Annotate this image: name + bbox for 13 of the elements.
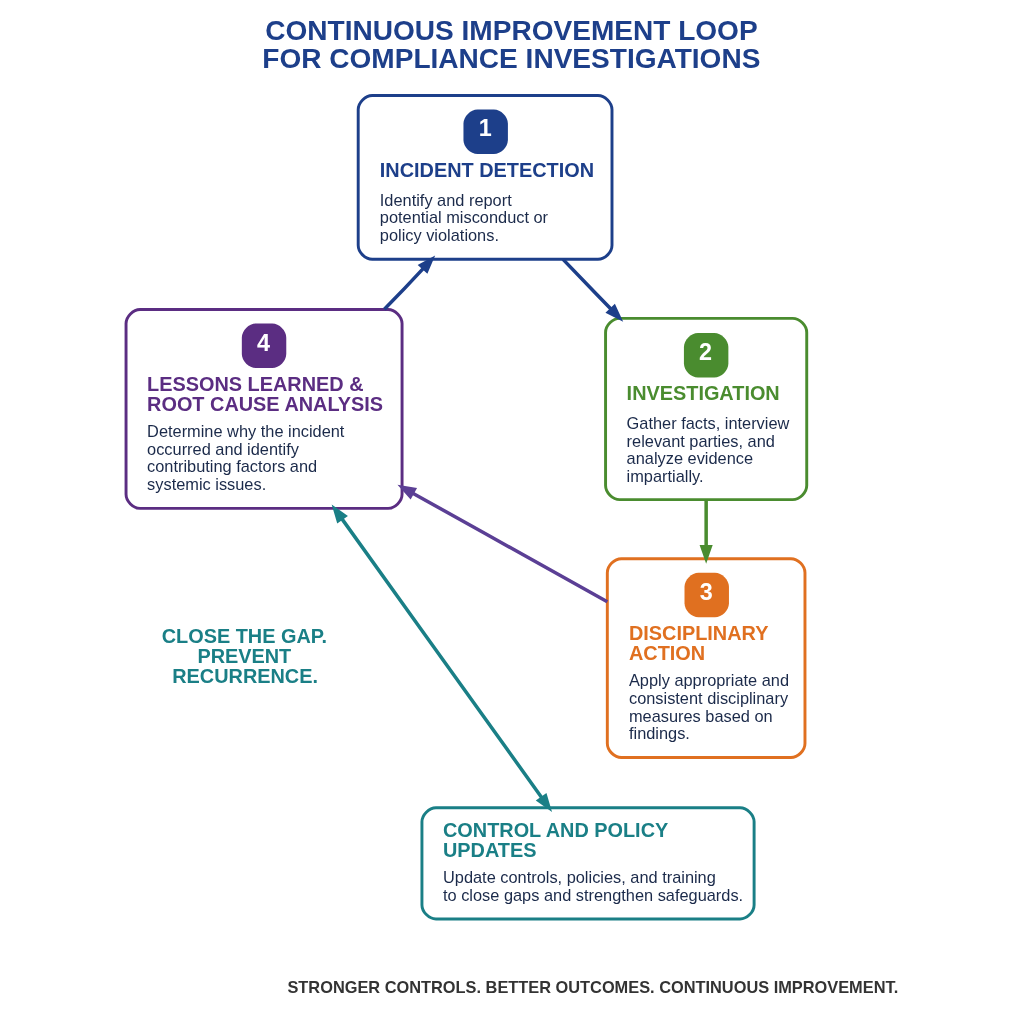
arrow bbox=[331, 503, 553, 812]
node-box: 3 DISCIPLINARY ACTION Apply appropriate and consistent disciplinary measures based on findings. bbox=[605, 556, 807, 759]
node-box: 2 INVESTIGATION Gather facts, interview relevant parties, and analyze evidence impartially. bbox=[604, 316, 809, 501]
node-box: 4 LESSONS LEARNED & ROOT CAUSE ANALYSIS Determine why the incident occurred and identify contributing factors and systemic issues. bbox=[124, 307, 404, 510]
arrow bbox=[561, 257, 624, 322]
arrow bbox=[397, 484, 609, 603]
diagram-title: CONTINUOUS IMPROVEMENT LOOP FOR COMPLIANCE INVESTIGATIONS bbox=[262, 14, 761, 74]
caption: STRONGER CONTROLS. BETTER OUTCOMES. CONTINUOUS IMPROVEMENT. bbox=[287, 977, 899, 996]
arrow bbox=[699, 499, 713, 564]
arrow bbox=[383, 254, 436, 310]
label: CLOSE THE GAP. PREVENT RECURRENCE. bbox=[161, 624, 328, 687]
node-box: CONTROL AND POLICY UPDATES Update controls, policies, and training to close gaps and strengthen safeguards. bbox=[420, 805, 756, 920]
node-box: 1 INCIDENT DETECTION Identify and report potential misconduct or policy violations. bbox=[356, 93, 614, 261]
